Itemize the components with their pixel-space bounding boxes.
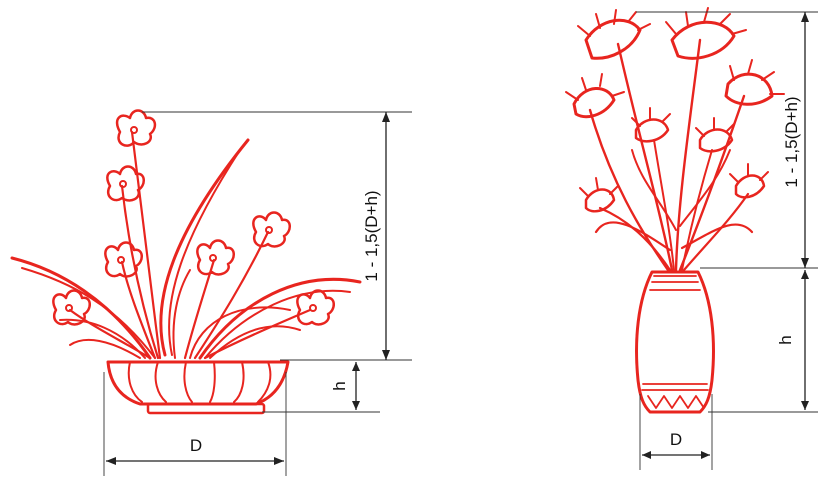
arrow-up-icon <box>382 112 390 122</box>
arrow-right-icon <box>701 451 710 459</box>
arrow-down-icon <box>382 350 390 360</box>
flower-head <box>632 108 670 141</box>
flower-head <box>566 74 624 117</box>
right-dimensions <box>636 12 818 470</box>
right-height-label: 1 - 1,5(D+h) <box>782 96 801 187</box>
arrow-down-icon <box>801 401 809 410</box>
arrow-down-icon <box>352 401 360 410</box>
flower-head <box>666 8 746 58</box>
arrow-up-icon <box>801 270 809 279</box>
left-diameter-label: D <box>190 436 202 455</box>
left-dimensions <box>104 112 412 476</box>
arrow-right-icon <box>274 457 284 465</box>
arrow-left-icon <box>106 457 116 465</box>
flower-head <box>297 291 333 325</box>
flower-head <box>580 178 618 211</box>
left-arrangement: 1 - 1,5(D+h) h D <box>12 111 412 477</box>
flower-head <box>197 241 233 275</box>
left-container-height-label: h <box>330 381 349 390</box>
flower-head <box>578 10 650 58</box>
bowl <box>108 362 288 413</box>
vase <box>637 272 714 412</box>
arrow-up-icon <box>352 362 360 371</box>
right-container-height-label: h <box>776 335 795 344</box>
right-diameter-label: D <box>670 430 682 449</box>
right-arrangement: 1 - 1,5(D+h) h D <box>566 8 818 470</box>
arrow-up-icon <box>801 12 809 22</box>
arrow-left-icon <box>642 451 651 459</box>
flower-head <box>253 213 289 247</box>
flower-head <box>117 111 155 146</box>
flower-head <box>696 118 734 151</box>
left-height-label: 1 - 1,5(D+h) <box>362 190 381 281</box>
vase-flowers <box>566 8 784 270</box>
flower-head <box>730 164 768 197</box>
arrow-down-icon <box>801 258 809 268</box>
bowl-flowers <box>12 111 360 359</box>
flower-head <box>726 60 784 104</box>
